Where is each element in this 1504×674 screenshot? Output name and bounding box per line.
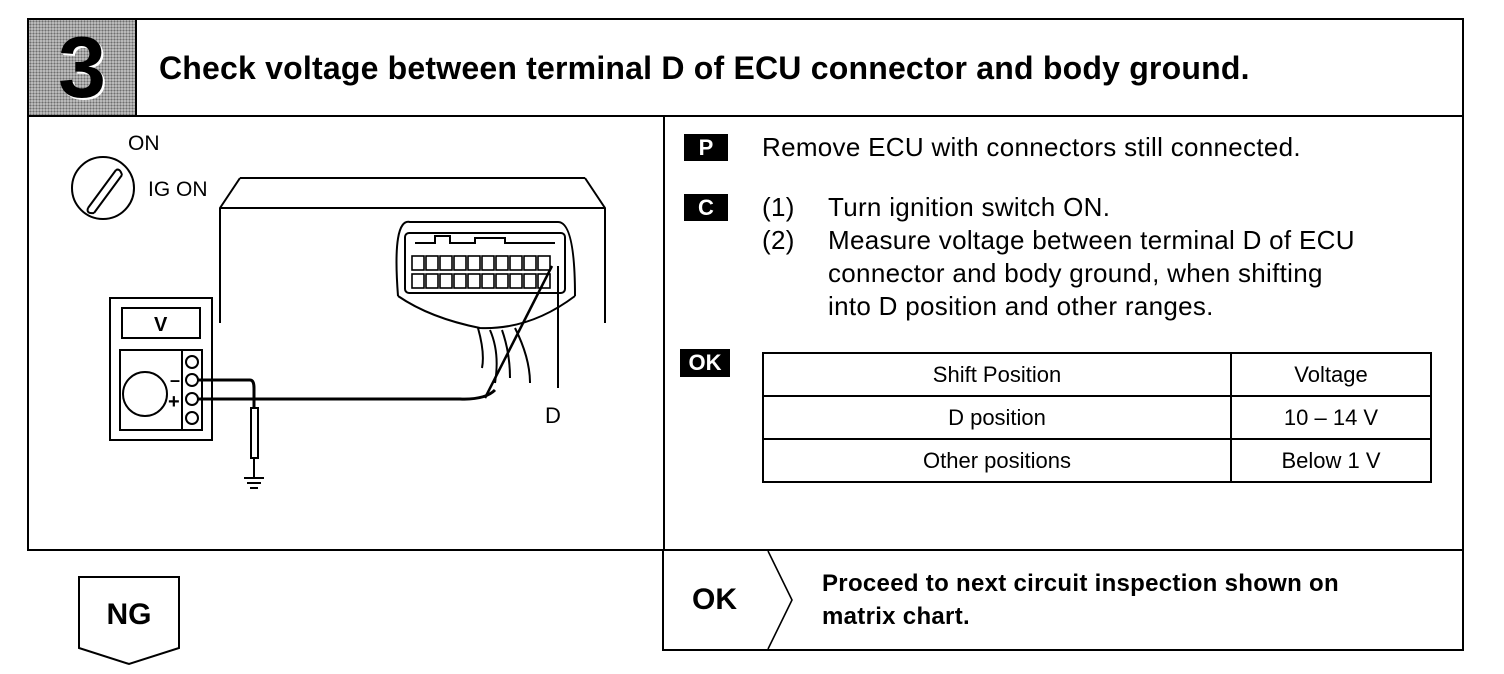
meter-plus-label: + (168, 391, 180, 413)
check-steps: (1) Turn ignition switch ON. (2) Measure… (762, 191, 1355, 323)
meter-minus-label: – (170, 370, 180, 390)
terminal-d-label: D (545, 403, 561, 428)
prep-text: Remove ECU with connectors still connect… (762, 132, 1301, 162)
table-cell: D position (762, 395, 1232, 440)
table-cell: 10 – 14 V (1230, 395, 1432, 440)
check-substep-2: (2) Measure voltage between terminal D o… (762, 225, 1355, 321)
ignition-switch-icon (71, 156, 135, 220)
ok-label: OK (692, 583, 737, 616)
table-cell: Other positions (762, 438, 1232, 483)
meter-unit-label: V (154, 314, 168, 336)
ok-branch-panel: OK Proceed to next circuit inspection sh… (662, 551, 1464, 651)
table-row: D position 10 – 14 V (762, 395, 1432, 440)
ng-branch-box: NG (78, 576, 180, 666)
switch-on-label: ON (128, 132, 160, 155)
check-substep-1: (1) Turn ignition switch ON. (762, 192, 1111, 222)
ecu-unit (219, 177, 606, 323)
step-frame: 3 Check voltage between terminal D of EC… (27, 18, 1464, 551)
prep-step: P Remove ECU with connectors still conne… (684, 132, 1301, 164)
table-header: Shift Position (762, 352, 1232, 397)
ecu-connector (395, 220, 576, 384)
voltmeter (109, 297, 213, 441)
table-row: Other positions Below 1 V (762, 438, 1432, 483)
step-number-badge: 3 (29, 20, 137, 117)
table-header-row: Shift Position Voltage (762, 352, 1432, 397)
p-tag: P (684, 134, 728, 161)
ng-label: NG (106, 598, 152, 631)
ok-spec-tag: OK (680, 349, 730, 377)
column-divider (663, 116, 665, 549)
ok-result-text: Proceed to next circuit inspection shown… (822, 570, 1339, 630)
step-title: Check voltage between terminal D of ECU … (159, 50, 1250, 86)
step-number: 3 (58, 19, 106, 116)
ng-arrow-shape (78, 576, 180, 666)
header-divider (29, 115, 1462, 117)
switch-ig-on-label: IG ON (148, 178, 208, 201)
wiring-illustration: ON IG ON V – + D (71, 132, 606, 489)
chevron-right-icon (767, 551, 793, 649)
table-header: Voltage (1230, 352, 1432, 397)
check-step: C (1) Turn ignition switch ON. (2) Measu… (684, 191, 1355, 323)
voltage-spec-table: Shift Position Voltage D position 10 – 1… (762, 352, 1432, 483)
table-cell: Below 1 V (1230, 438, 1432, 483)
c-tag: C (684, 194, 728, 221)
